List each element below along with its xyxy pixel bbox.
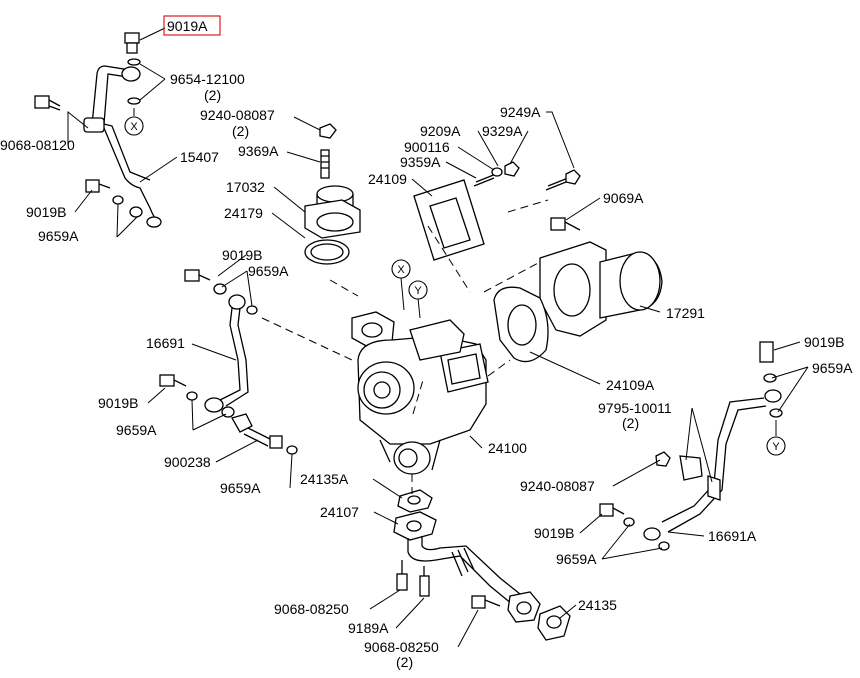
label-9659a-mid[interactable]: 9659A xyxy=(116,422,157,438)
leader-lines xyxy=(67,27,809,648)
label-24109[interactable]: 24109 xyxy=(368,171,407,187)
label-16691a[interactable]: 16691A xyxy=(708,528,757,544)
oil-return-pipe-24107-drawing xyxy=(393,489,571,641)
label-9659a-low[interactable]: 9659A xyxy=(220,480,261,496)
label-17291[interactable]: 17291 xyxy=(666,305,705,321)
label-24107[interactable]: 24107 xyxy=(320,504,359,520)
label-9795-10011[interactable]: 9795-10011 xyxy=(598,400,672,416)
label-17032[interactable]: 17032 xyxy=(226,179,265,195)
label-9659a-right[interactable]: 9659A xyxy=(812,360,853,376)
label-9068-08250-b[interactable]: 9068-08250 xyxy=(364,639,439,655)
elbow-17291-drawing xyxy=(493,217,663,363)
label-9209a[interactable]: 9209A xyxy=(420,123,461,139)
label-9019b-low-right[interactable]: 9019B xyxy=(534,525,574,541)
label-9019b-top-left[interactable]: 9019B xyxy=(26,204,66,220)
bolts-lower-drawing xyxy=(396,560,501,609)
qty-9795-10011: (2) xyxy=(622,415,639,431)
label-9068-08250-a[interactable]: 9068-08250 xyxy=(274,601,349,617)
label-24135[interactable]: 24135 xyxy=(578,597,617,613)
gasket-24109-drawing xyxy=(413,179,485,261)
label-9069a[interactable]: 9069A xyxy=(603,190,644,206)
oil-pipe-16691a-drawing xyxy=(599,341,783,551)
label-9240-08087-top[interactable]: 9240-08087 xyxy=(200,107,275,123)
turbocharger-24100-drawing xyxy=(351,311,489,475)
qty-9240-08087-top: (2) xyxy=(232,123,249,139)
label-9659a-low-right[interactable]: 9659A xyxy=(556,551,597,567)
svg-text:Y: Y xyxy=(414,285,422,297)
marker-x-top: X xyxy=(124,116,144,136)
marker-x-turbo: X xyxy=(391,259,411,279)
label-900116[interactable]: 900116 xyxy=(404,139,450,155)
label-9369a[interactable]: 9369A xyxy=(238,143,279,159)
svg-text:Y: Y xyxy=(772,441,780,453)
label-9068-08120[interactable]: 9068-08120 xyxy=(0,137,75,153)
outlet-flange-17032-drawing xyxy=(304,123,361,265)
label-9019b-mid[interactable]: 9019B xyxy=(98,395,138,411)
oil-feed-pipe-15407-drawing xyxy=(83,65,162,228)
label-9019a[interactable]: 9019A xyxy=(167,18,208,34)
union-900238-drawing xyxy=(231,413,298,455)
svg-text:X: X xyxy=(397,264,405,276)
alignment-lines xyxy=(261,199,549,494)
label-9240-08087-right[interactable]: 9240-08087 xyxy=(520,478,595,494)
label-9359a[interactable]: 9359A xyxy=(400,154,441,170)
part-labels: 9019A 9654-12100 (2) 9068-08120 9240-080… xyxy=(0,15,853,670)
label-900238[interactable]: 900238 xyxy=(164,454,211,470)
gasket-9654-drawing xyxy=(127,58,141,105)
label-9019b-mid-top[interactable]: 9019B xyxy=(222,247,262,263)
qty-9654-12100: (2) xyxy=(204,87,221,103)
label-9329a[interactable]: 9329A xyxy=(482,123,523,139)
label-24100[interactable]: 24100 xyxy=(488,440,527,456)
label-9189a[interactable]: 9189A xyxy=(348,620,389,636)
studs-nuts-cluster-drawing xyxy=(473,161,581,191)
svg-text:X: X xyxy=(130,121,138,133)
label-9249a[interactable]: 9249A xyxy=(500,104,541,120)
label-9659a-mid-top[interactable]: 9659A xyxy=(248,263,289,279)
label-16691[interactable]: 16691 xyxy=(146,335,185,351)
label-15407[interactable]: 15407 xyxy=(180,149,219,165)
qty-9068-08250-b: (2) xyxy=(396,654,413,670)
marker-y-turbo: Y xyxy=(408,280,428,300)
highlight-box-9019a xyxy=(163,15,221,36)
label-9019b-right[interactable]: 9019B xyxy=(804,334,844,350)
label-24179[interactable]: 24179 xyxy=(224,205,263,221)
label-9654-12100[interactable]: 9654-12100 xyxy=(170,71,245,87)
label-24135a[interactable]: 24135A xyxy=(300,471,349,487)
banjo-bolt-9019a-drawing xyxy=(124,32,140,54)
marker-y-right: Y xyxy=(766,436,786,456)
label-24109a[interactable]: 24109A xyxy=(606,377,655,393)
oil-pipe-16691-drawing xyxy=(159,269,258,418)
label-9659a-top-left[interactable]: 9659A xyxy=(38,228,79,244)
bolt-9068-08120-drawing xyxy=(34,95,61,111)
